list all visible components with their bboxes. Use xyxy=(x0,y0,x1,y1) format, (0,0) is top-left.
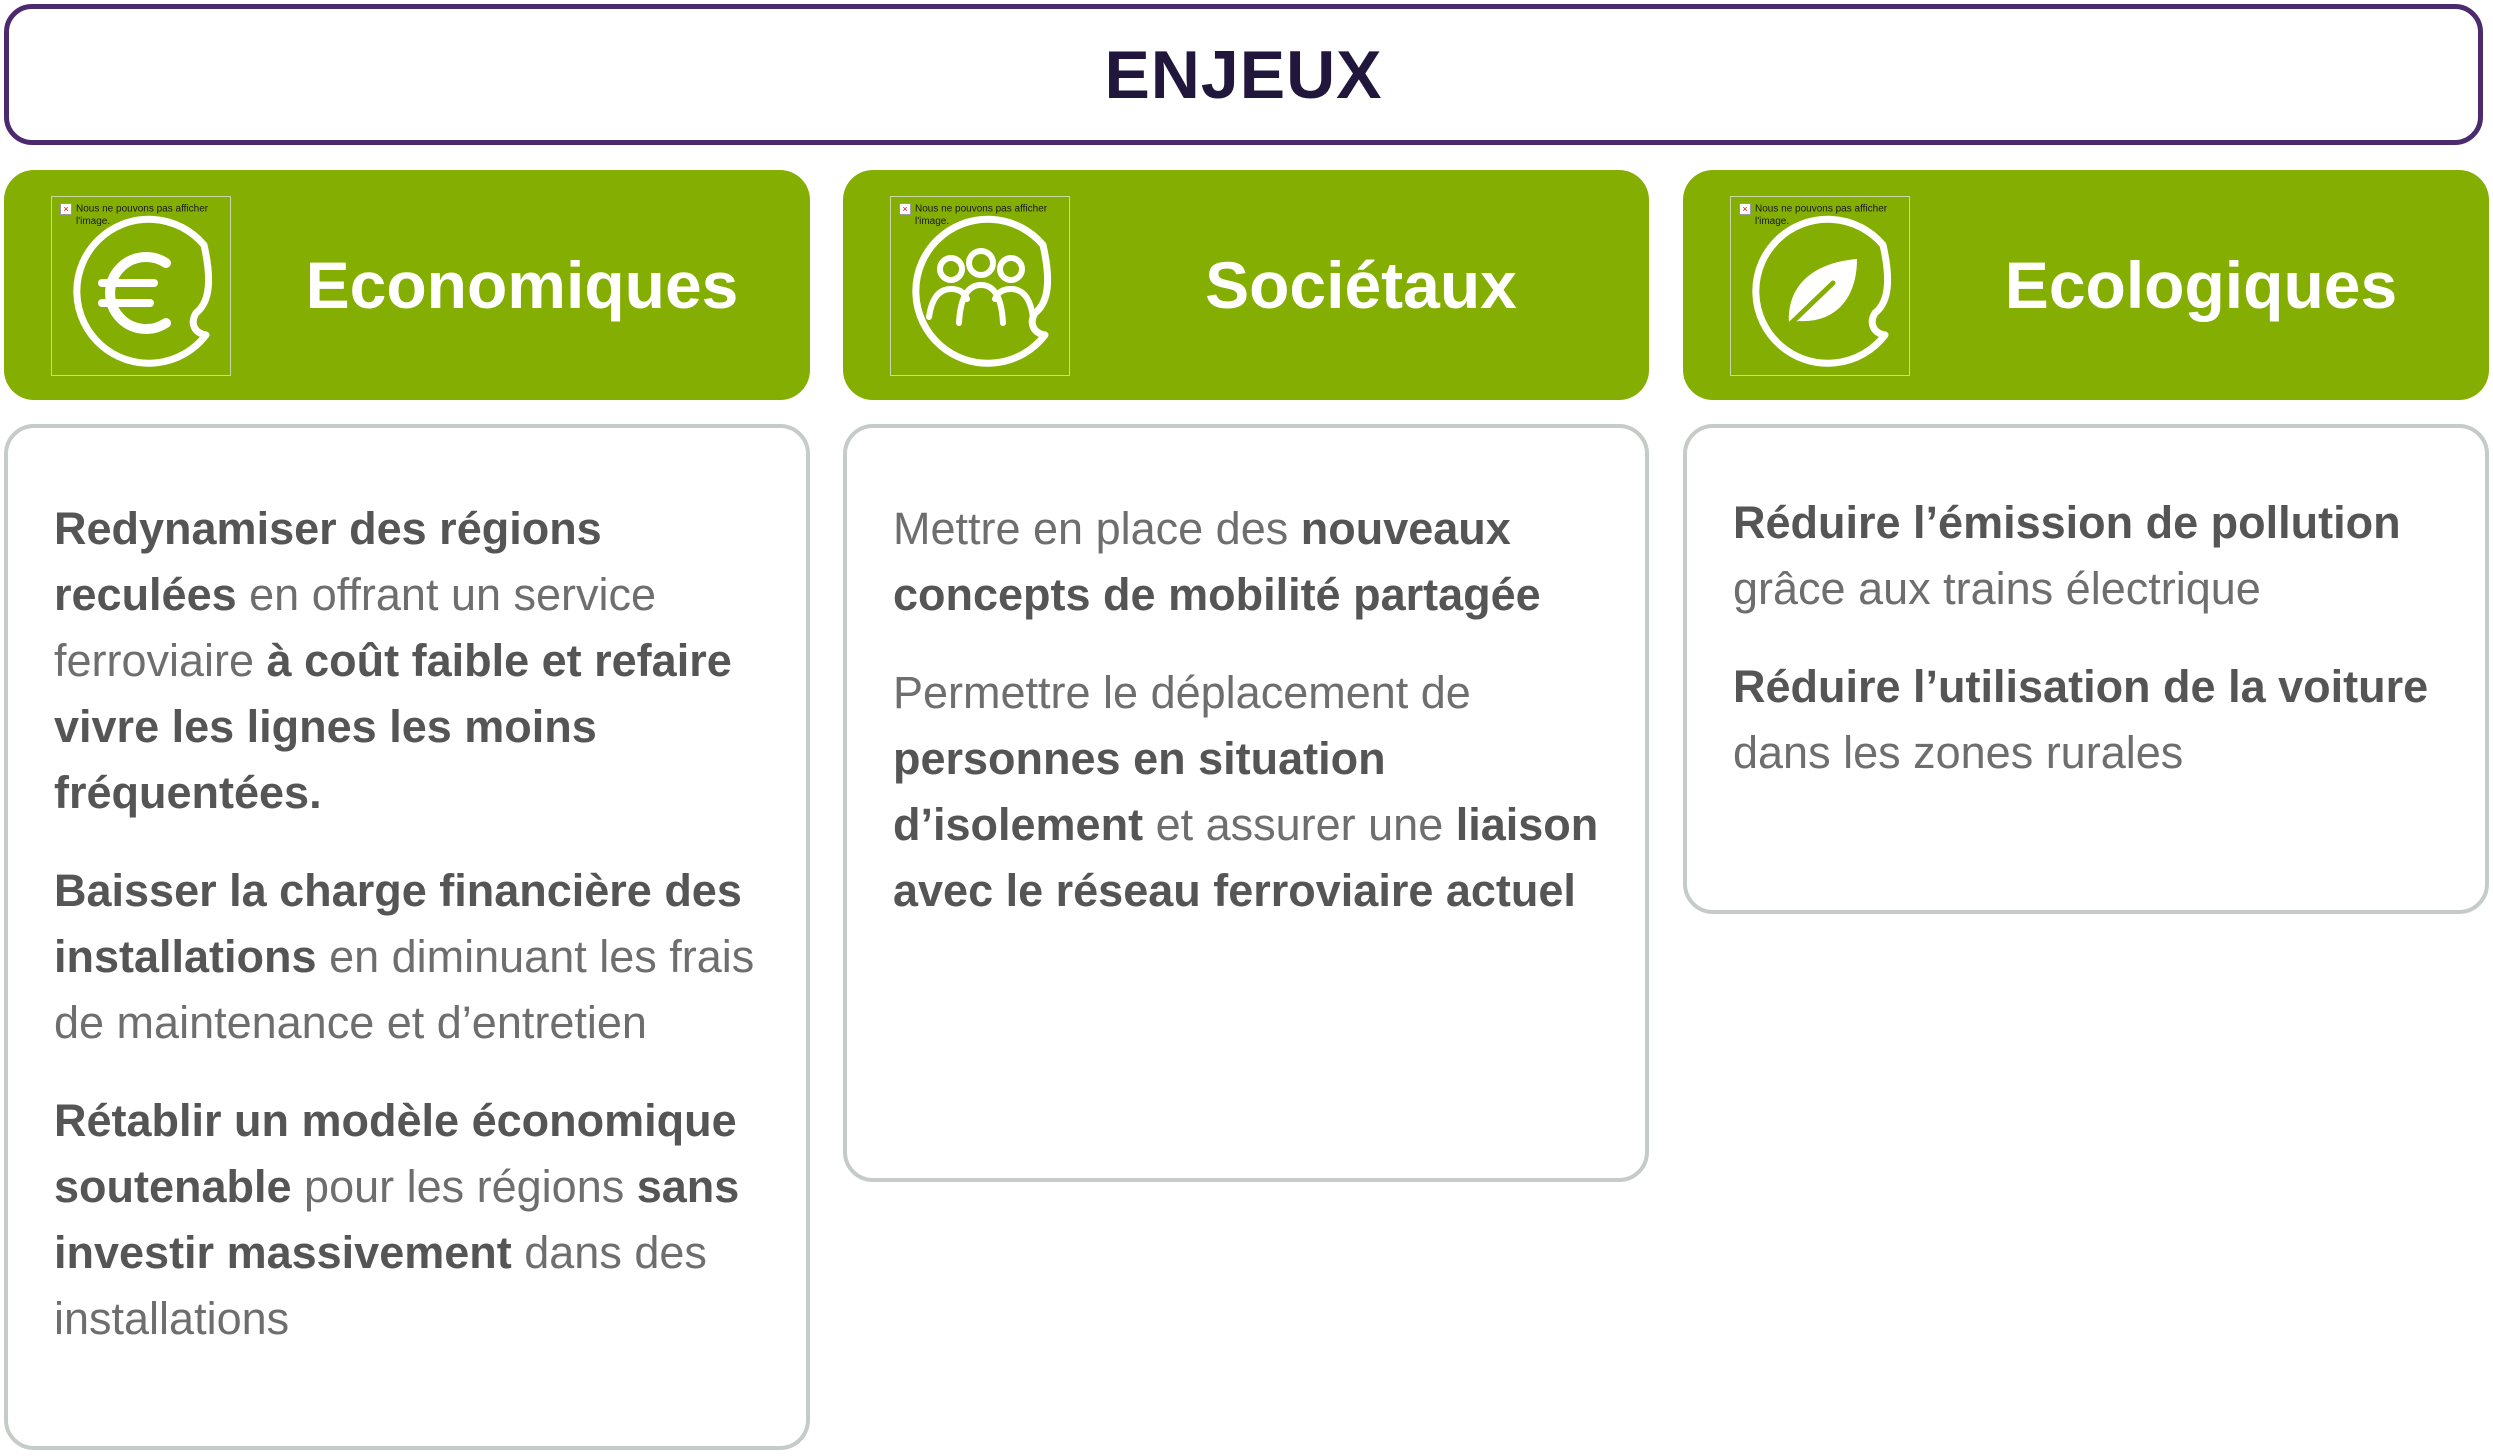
bold-text: Redynamiser des régions reculées xyxy=(54,503,602,620)
text: Permettre le déplacement de xyxy=(893,667,1471,718)
text: et assurer une xyxy=(1143,799,1456,850)
text: en offrant un service ferroviaire xyxy=(54,569,657,686)
broken-image-icon: × xyxy=(60,203,72,215)
leaf-icon xyxy=(1752,215,1892,367)
icon-frame: ×Nous ne pouvons pas afficher l'image. xyxy=(890,196,1070,376)
broken-image-icon: × xyxy=(899,203,911,215)
title-banner: ENJEUX xyxy=(4,4,2483,145)
bold-text: Rétablir un modèle économique soutenable xyxy=(54,1095,737,1212)
text: Mettre en place des xyxy=(893,503,1301,554)
column-header-societaux: ×Nous ne pouvons pas afficher l'image. S… xyxy=(843,170,1649,400)
column-title: Ecologiques xyxy=(2004,248,2398,322)
paragraph: Mettre en place des nouveaux concepts de… xyxy=(893,496,1599,628)
column-header-economiques: ×Nous ne pouvons pas afficher l'image. E… xyxy=(4,170,810,400)
bold-text: personnes en situation d’isolement xyxy=(893,733,1386,850)
broken-image-icon: × xyxy=(1739,203,1751,215)
column-title: Economiques xyxy=(305,248,739,322)
bold-text: nouveaux concepts de mobilité partagée xyxy=(893,503,1541,620)
column-body-societaux: Mettre en place des nouveaux concepts de… xyxy=(843,424,1649,1182)
bold-text: Réduire l’émission de pollution xyxy=(1733,497,2401,548)
text: dans des installations xyxy=(54,1227,707,1344)
column-body-economiques: Redynamiser des régions reculées en offr… xyxy=(4,424,810,1450)
bold-text: sans investir massivement xyxy=(54,1161,740,1278)
bold-text: liaison avec le réseau ferroviaire actue… xyxy=(893,799,1599,916)
text: pour les régions xyxy=(291,1161,637,1212)
euro-icon xyxy=(73,215,213,367)
text: grâce aux trains électrique xyxy=(1733,563,2261,614)
paragraph: Rétablir un modèle économique soutenable… xyxy=(54,1088,760,1352)
text: dans les zones rurales xyxy=(1733,727,2184,778)
paragraph: Réduire l’utilisation de la voiture dans… xyxy=(1733,654,2439,786)
people-group-icon xyxy=(912,215,1052,367)
page-title: ENJEUX xyxy=(1104,36,1383,113)
bold-text: Réduire l’utilisation de la voiture xyxy=(1733,661,2429,712)
bold-text: Baisser la charge financière des install… xyxy=(54,865,742,982)
column-header-ecologiques: ×Nous ne pouvons pas afficher l'image. E… xyxy=(1683,170,2489,400)
broken-image-notice: ×Nous ne pouvons pas afficher l'image. xyxy=(899,203,1047,228)
paragraph: Permettre le déplacement de personnes en… xyxy=(893,660,1599,924)
paragraph: Baisser la charge financière des install… xyxy=(54,858,760,1056)
paragraph: Réduire l’émission de pollution grâce au… xyxy=(1733,490,2439,622)
column-body-ecologiques: Réduire l’émission de pollution grâce au… xyxy=(1683,424,2489,914)
icon-frame: ×Nous ne pouvons pas afficher l'image. xyxy=(1730,196,1910,376)
broken-image-notice: ×Nous ne pouvons pas afficher l'image. xyxy=(60,203,208,228)
icon-frame: ×Nous ne pouvons pas afficher l'image. xyxy=(51,196,231,376)
column-title: Sociétaux xyxy=(1205,248,1517,322)
text: en diminuant les frais de maintenance et… xyxy=(54,931,755,1048)
bold-text: à coût faible et refaire vivre les ligne… xyxy=(54,635,732,818)
broken-image-notice: ×Nous ne pouvons pas afficher l'image. xyxy=(1739,203,1887,228)
paragraph: Redynamiser des régions reculées en offr… xyxy=(54,496,760,826)
